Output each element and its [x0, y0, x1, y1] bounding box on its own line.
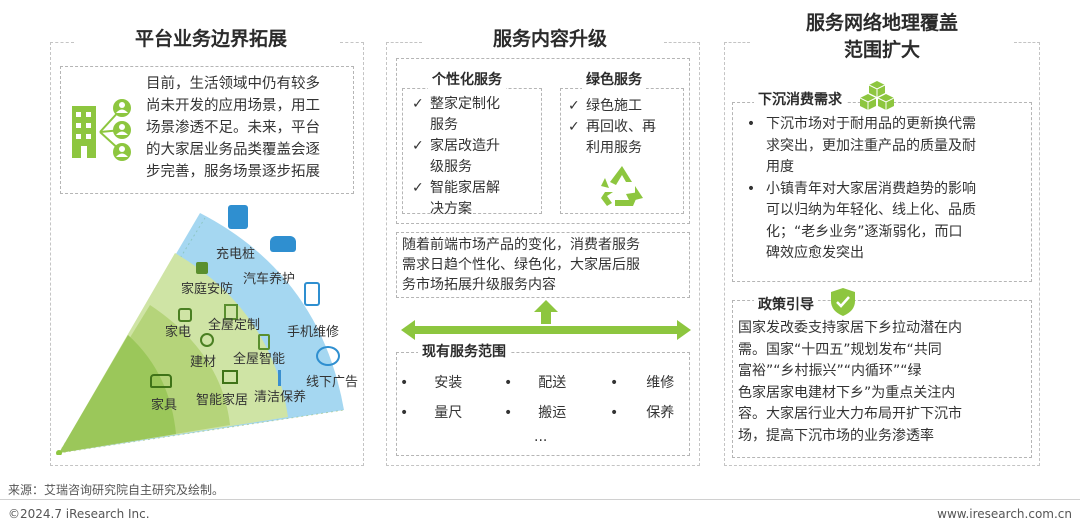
- check-icon: ✓: [412, 138, 424, 154]
- col2-desc: 随着前端市场产品的变化，消费者服务 需求日趋个性化、绿色化，大家居后服 务市场拓…: [402, 237, 640, 293]
- fan-label-offline-ads: 线下广告: [306, 375, 359, 390]
- col1-desc: 目前，生活领域中仍有较多 尚未开发的应用场景，用工 场景渗透不足。未来，平台 的…: [146, 76, 320, 180]
- col2-title: 服务内容升级: [492, 28, 607, 50]
- expand-arrows: [401, 300, 691, 340]
- broom-icon: [278, 370, 292, 386]
- check-icon: ✓: [412, 180, 424, 196]
- check-icon: ✓: [568, 98, 580, 114]
- battery-icon: [228, 205, 248, 229]
- services-box: [396, 58, 690, 224]
- fan-label-whole-smart: 全屋智能: [233, 352, 286, 367]
- wardrobe-icon: [224, 304, 238, 320]
- current-item-maintenance: •保养: [610, 405, 675, 421]
- fan-label-furniture: 家具: [151, 398, 178, 413]
- col2-frame: [386, 42, 700, 466]
- fan-label-phone-repair: 手机维修: [287, 325, 340, 340]
- personal-service-title: 个性化服务: [428, 70, 506, 90]
- demand-title: 下沉消费需求: [754, 90, 846, 110]
- broadcast-icon: [316, 346, 340, 366]
- sofa-icon: [150, 374, 172, 388]
- check-icon: ✓: [412, 96, 424, 112]
- recycle-icon: [601, 166, 643, 206]
- footer-divider: [0, 499, 1080, 500]
- fan-label-building: 建材: [190, 355, 217, 370]
- current-item-moving: •搬运: [504, 405, 567, 421]
- building-people-icon: [72, 99, 131, 161]
- policy-text: 国家发改委支持家居下乡拉动潜在内 需。国家“十四五”规划发布“共同 富裕”“乡村…: [738, 320, 962, 444]
- cubes-icon: [860, 81, 894, 110]
- personal-service-list: ✓整家定制化服务 ✓家居改造升级服务 ✓智能家居解决方案: [412, 94, 540, 220]
- current-item-repair: •维修: [610, 375, 675, 391]
- col3-title: 服务网络地理覆盖 范围扩大: [805, 12, 958, 61]
- site-url: www.iresearch.com.cn: [937, 507, 1072, 521]
- check-icon: ✓: [568, 119, 580, 135]
- fan-origin-dot: [56, 450, 62, 455]
- fan-label-charging: 充电桩: [216, 247, 256, 262]
- source-note: 来源：艾瑞咨询研究院自主研究及绘制。: [8, 483, 225, 497]
- demand-bullets: • 下沉市场对于耐用品的更新换代需求突出，更加注重产品的质量及耐用度 • 小镇青…: [736, 114, 1032, 265]
- bullet-icon: •: [746, 180, 756, 197]
- fan-label-smart-home: 智能家居: [196, 393, 249, 408]
- col1-title: 平台业务边界拓展: [134, 28, 287, 50]
- col2-desc-box: [396, 232, 690, 298]
- current-item-delivery: •配送: [504, 375, 567, 391]
- smart-device-icon: [258, 334, 270, 350]
- fan-band-green-dark: [59, 335, 176, 453]
- appliance-icon: [178, 308, 192, 322]
- shield-check-icon: [831, 288, 855, 316]
- lock-icon: [196, 262, 208, 274]
- current-service-box: [396, 352, 690, 456]
- car-icon: [270, 236, 296, 252]
- col1-desc-box: [60, 66, 354, 194]
- current-service-title: 现有服务范围: [418, 342, 510, 362]
- green-service-title: 绿色服务: [582, 70, 646, 90]
- copyright: ©2024.7 iResearch Inc.: [8, 507, 150, 521]
- policy-title: 政策引导: [754, 295, 818, 315]
- policy-box: [732, 300, 1032, 458]
- current-item-more: ...: [534, 429, 548, 445]
- fan-diagram: [56, 213, 345, 455]
- fan-label-cleaning: 清洁保养: [254, 390, 307, 405]
- col1-frame: [50, 42, 364, 466]
- phone-icon: [304, 282, 320, 306]
- fan-label-appliance: 家电: [165, 325, 192, 340]
- bullet-icon: •: [746, 116, 756, 132]
- current-item-measure: •量尺: [400, 405, 463, 421]
- smart-home-icon: [222, 370, 238, 384]
- fan-label-home-security: 家庭安防: [181, 282, 234, 297]
- fan-label-whole-custom: 全屋定制: [208, 318, 261, 333]
- fan-label-car-care: 汽车养护: [243, 272, 296, 287]
- current-item-install: •安装: [400, 375, 463, 391]
- green-service-list: ✓绿色施工 ✓再回收、再利用服务: [568, 96, 682, 159]
- tools-icon: [200, 333, 214, 347]
- col3-frame: [724, 42, 1040, 466]
